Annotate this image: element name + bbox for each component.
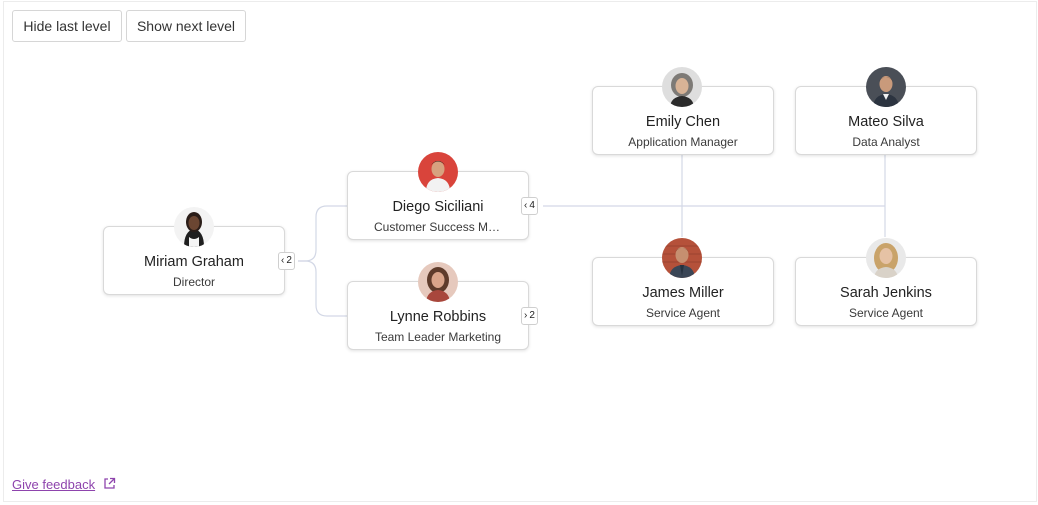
person-title: Team Leader Marketing [374, 330, 502, 344]
chevron-right-icon: › [524, 310, 528, 321]
avatar-mateo-silva [866, 67, 906, 107]
expand-toggle-lynne[interactable]: ›2 [521, 307, 538, 325]
collapse-toggle-miriam[interactable]: ‹2 [278, 252, 295, 270]
person-name: Miriam Graham [144, 254, 244, 270]
person-name: James Miller [642, 285, 724, 301]
external-link-icon [104, 477, 116, 489]
collapse-toggle-diego[interactable]: ‹4 [521, 197, 538, 215]
person-name: Sarah Jenkins [840, 285, 932, 301]
show-next-level-button[interactable]: Show next level [126, 10, 246, 42]
person-title: Service Agent [645, 306, 721, 320]
chevron-left-icon: ‹ [281, 255, 285, 266]
avatar-sarah-jenkins [866, 238, 906, 278]
person-title: Data Analyst [852, 135, 920, 149]
connector-miriam-diego [298, 205, 347, 262]
person-title: Application Manager [628, 135, 738, 149]
avatar-james-miller [662, 238, 702, 278]
hide-last-level-button[interactable]: Hide last level [12, 10, 122, 42]
person-title: Director [172, 275, 215, 289]
person-name: Mateo Silva [848, 114, 924, 130]
person-name: Diego Siciliani [392, 199, 484, 215]
give-feedback-link[interactable]: Give feedback [12, 477, 96, 492]
avatar-emily-chen [662, 67, 702, 107]
person-name: Emily Chen [645, 114, 721, 130]
avatar-lynne-robbins [418, 262, 458, 302]
chevron-left-icon: ‹ [524, 200, 528, 211]
person-title: Service Agent [848, 306, 924, 320]
avatar-miriam-graham [174, 207, 214, 247]
avatar-diego-siciliani [418, 152, 458, 192]
person-title: Customer Success Manager [374, 220, 526, 234]
connector-miriam-lynne [298, 260, 347, 317]
person-name: Lynne Robbins [389, 309, 487, 325]
